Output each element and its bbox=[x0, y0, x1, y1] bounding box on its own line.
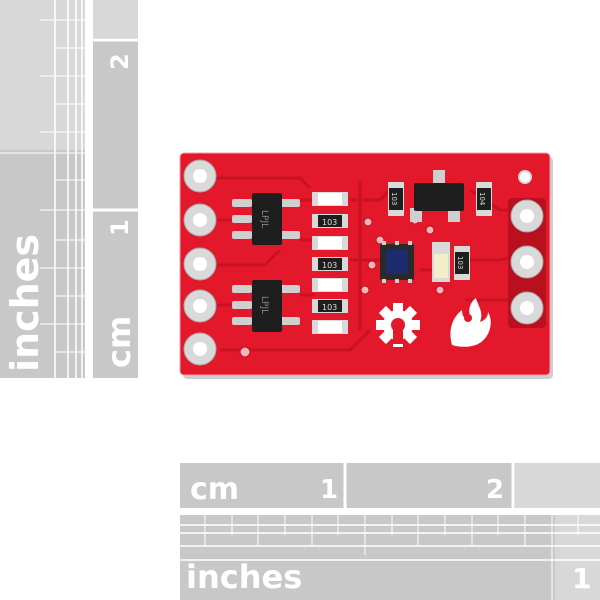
ic-chip-bottom-label: LPJL bbox=[259, 296, 269, 314]
right-header-pins bbox=[508, 198, 546, 328]
vertical-ruler-inches-label: inches bbox=[3, 234, 47, 372]
horizontal-ruler: cm 1 2 inches 1 bbox=[180, 463, 600, 600]
top-resistor-code-2: 104 bbox=[478, 192, 486, 206]
resistor-code-2: 103 bbox=[322, 261, 337, 270]
vertical-ruler-cm-2: 2 bbox=[106, 53, 134, 70]
ic-chip-top: LPJL bbox=[232, 193, 300, 245]
transistor bbox=[410, 170, 464, 222]
horizontal-ruler-cm-2: 2 bbox=[486, 475, 504, 505]
resistor-code-1: 103 bbox=[322, 218, 337, 227]
horizontal-ruler-inches-label: inches bbox=[186, 558, 302, 596]
vertical-ruler-cm-1: 1 bbox=[106, 219, 134, 236]
resistor-column: 103 103 103 bbox=[312, 192, 348, 334]
light-sensor bbox=[380, 241, 414, 283]
horizontal-ruler-inch-1: 1 bbox=[572, 562, 591, 595]
resistor-code-3: 103 bbox=[322, 303, 337, 312]
ic-chip-top-label: LPJL bbox=[259, 210, 269, 228]
left-header-pins bbox=[183, 159, 217, 366]
vertical-ruler-cm-label: cm bbox=[100, 316, 138, 368]
vertical-ruler: inches 2 1 cm bbox=[0, 0, 138, 378]
ic-chip-bottom: LPJL bbox=[232, 280, 300, 332]
top-resistor-code-1: 103 bbox=[390, 192, 398, 205]
open-hardware-gear-icon bbox=[376, 303, 420, 347]
top-components: 103 104 bbox=[388, 170, 492, 222]
right-resistor-code: 103 bbox=[456, 256, 464, 269]
sparkfun-flame-icon bbox=[450, 298, 491, 347]
pcb-board: LPJL LPJL 103 bbox=[179, 152, 553, 379]
led bbox=[432, 242, 450, 282]
horizontal-ruler-cm-1: 1 bbox=[320, 475, 338, 505]
right-resistor: 103 bbox=[454, 246, 470, 280]
horizontal-ruler-cm-label: cm bbox=[190, 472, 239, 507]
